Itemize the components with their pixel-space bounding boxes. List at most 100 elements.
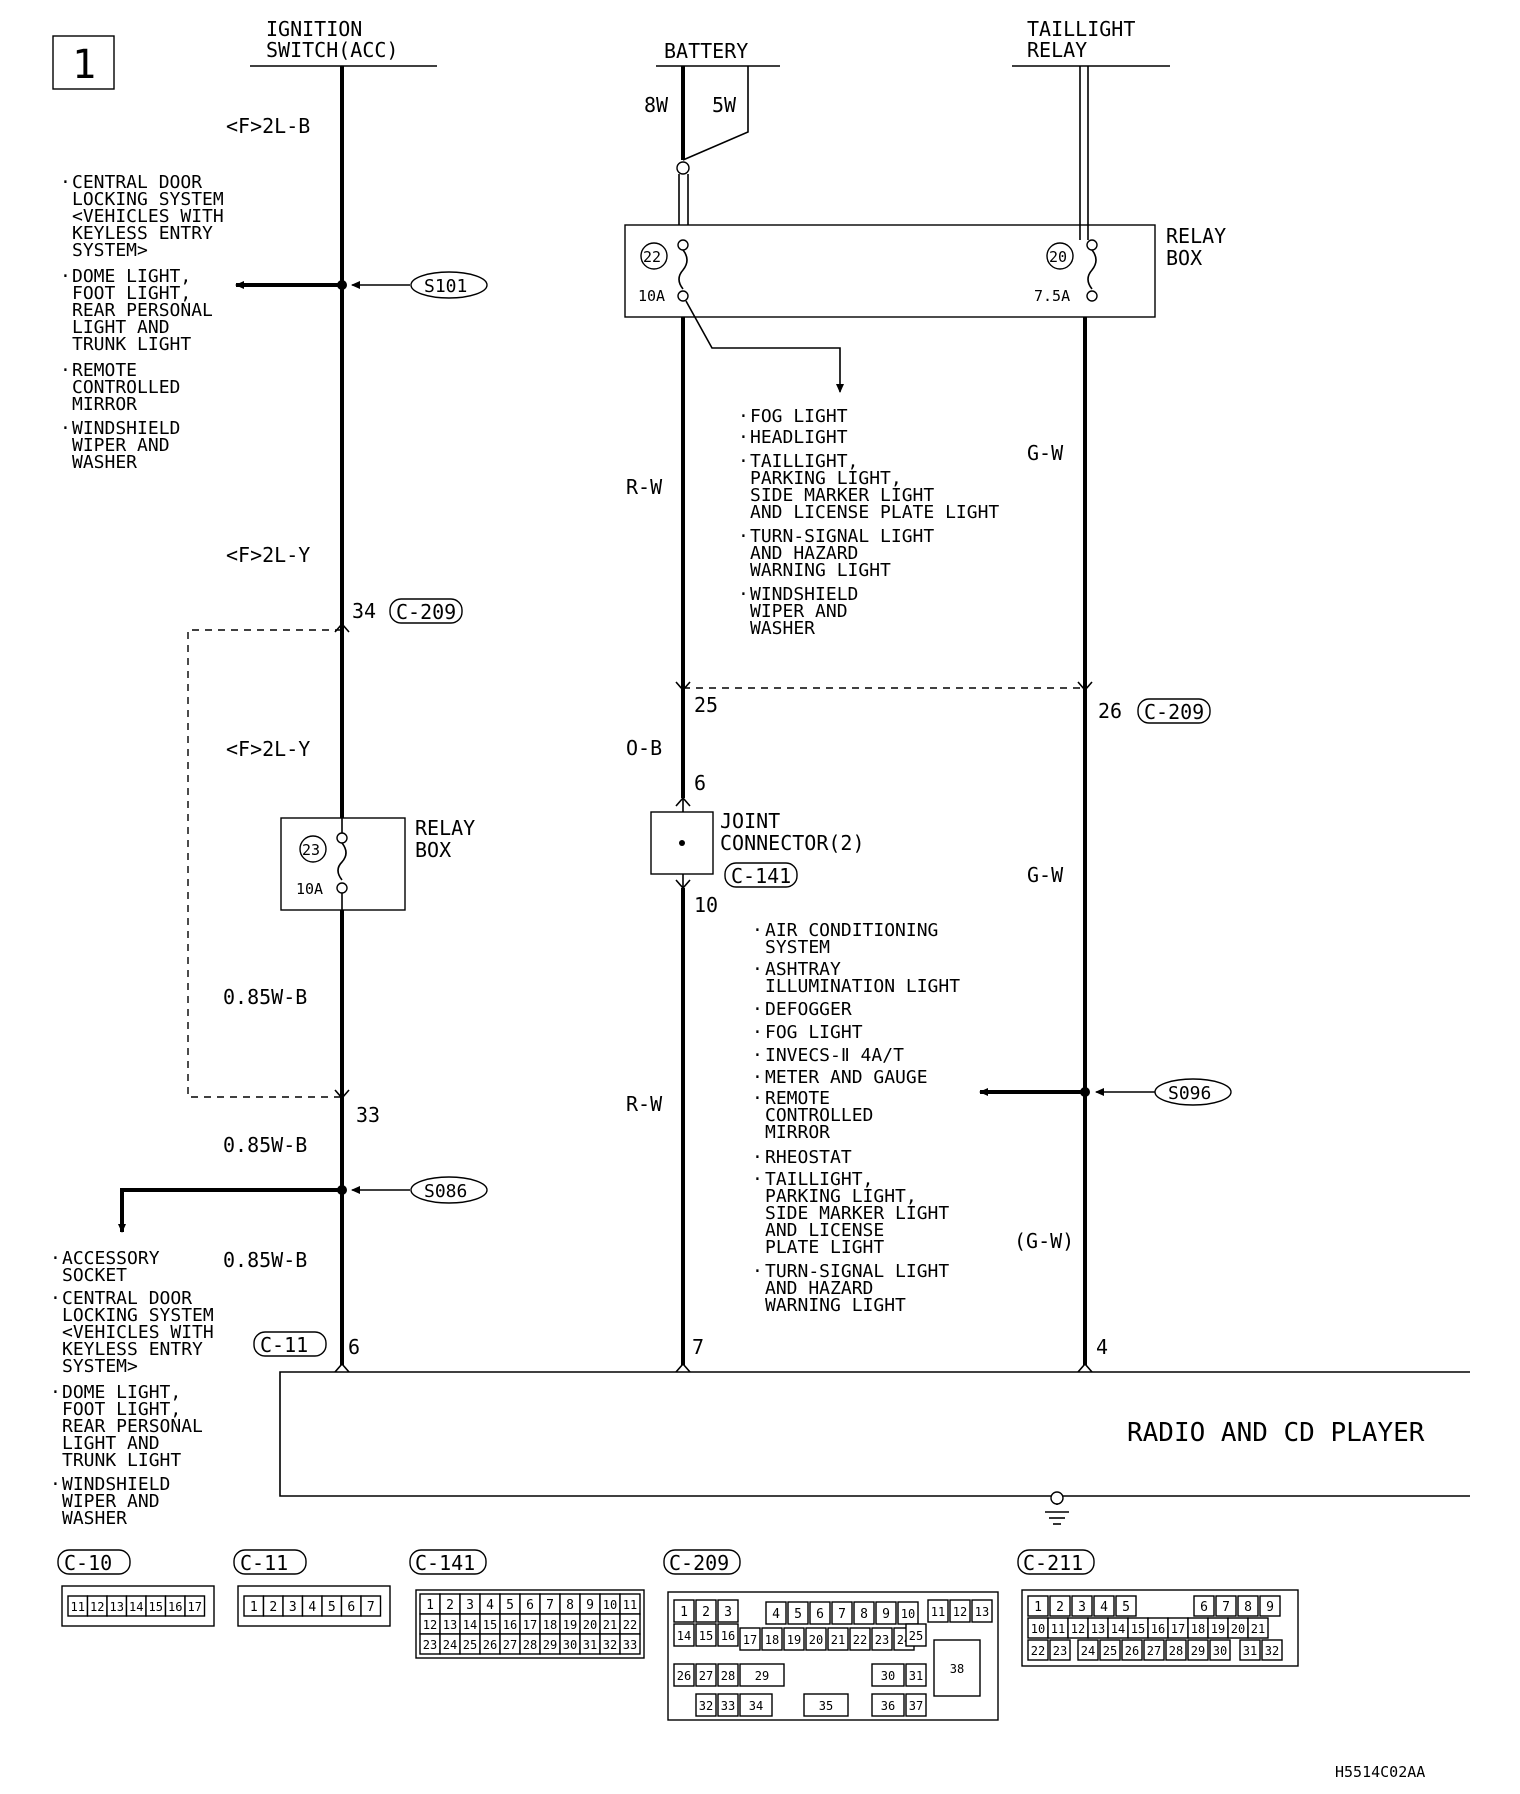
c10-pin-number: 12: [90, 1600, 104, 1614]
c209-pin-number: 19: [787, 1633, 801, 1647]
c209-pin-cell: [949, 1599, 971, 1623]
c211-pin-number: 32: [1265, 1644, 1279, 1658]
c209-pin-cell: [905, 1693, 927, 1717]
fuse22-branch-arrow: [685, 300, 844, 393]
svg-text:·: ·: [60, 172, 71, 193]
c211-pin-number: 13: [1091, 1622, 1105, 1636]
svg-text:REMOTE: REMOTE: [72, 360, 137, 381]
c211-pin-number: 23: [1053, 1644, 1067, 1658]
pin-label-c11-6: 6: [348, 1335, 360, 1359]
c209-pin-number: 27: [699, 1669, 713, 1683]
c211-pin-number: 4: [1100, 1600, 1108, 1615]
svg-text:PARKING LIGHT,: PARKING LIGHT,: [750, 468, 902, 489]
c209-pin-cell: [673, 1623, 695, 1647]
c209-pin-number: 38: [950, 1662, 964, 1676]
c211-pin-number: 21: [1251, 1622, 1265, 1636]
fuse-symbol-20: [1086, 239, 1098, 302]
c211-pin-number: 3: [1078, 1600, 1086, 1615]
c209-pin-number: 31: [909, 1669, 923, 1683]
terminal-c209-25: [675, 681, 691, 692]
c141-pin-number: 25: [463, 1638, 477, 1652]
c209-pin-cell: [787, 1601, 809, 1625]
c11-pin-number: 3: [289, 1600, 297, 1615]
c209-pin-number: 15: [699, 1629, 713, 1643]
c211-pin-cell: [1261, 1639, 1283, 1661]
c141-pin-number: 12: [423, 1618, 437, 1632]
c209-pin-number: 7: [838, 1607, 846, 1622]
c141-pin-number: 16: [503, 1618, 517, 1632]
c209-pin-number: 13: [975, 1605, 989, 1619]
svg-text:·: ·: [50, 1248, 61, 1269]
c211-pin-cell: [1209, 1639, 1231, 1661]
svg-text:CONTROLLED: CONTROLLED: [72, 377, 180, 398]
svg-text:PARKING LIGHT,: PARKING LIGHT,: [765, 1186, 917, 1207]
pin-label-26: 26: [1098, 699, 1122, 723]
c211-pin-number: 29: [1191, 1644, 1205, 1658]
c209-pin-cell: [695, 1693, 717, 1717]
c209-pin-number: 20: [809, 1633, 823, 1647]
battery-header: BATTERY: [656, 39, 780, 67]
fuse-symbol-23: [336, 818, 348, 910]
c211-pin-number: 19: [1211, 1622, 1225, 1636]
c209-pin-number: 30: [881, 1669, 895, 1683]
c141-pin-number: 10: [603, 1598, 617, 1612]
c209-pin-cell: [717, 1599, 739, 1623]
svg-text:FOG LIGHT: FOG LIGHT: [750, 406, 848, 427]
c209-pin-cell: [717, 1663, 739, 1687]
svg-text:DEFOGGER: DEFOGGER: [765, 999, 852, 1020]
c209-pin-cell: [933, 1639, 981, 1697]
c211-pin-number: 2: [1056, 1600, 1064, 1615]
wire-label-085-3: 0.85W-B: [223, 1248, 307, 1272]
svg-text:SYSTEM>: SYSTEM>: [72, 240, 148, 261]
c211-pin-number: 31: [1243, 1644, 1257, 1658]
c211-pin-number: 24: [1081, 1644, 1095, 1658]
face-tag-c141: [409, 1549, 487, 1575]
c209-pin-cell: [717, 1623, 739, 1647]
svg-text:AND HAZARD: AND HAZARD: [750, 543, 858, 564]
wire-label-085-1: 0.85W-B: [223, 985, 307, 1009]
c141-pin-number: 9: [586, 1598, 594, 1613]
c141-pin-number: 26: [483, 1638, 497, 1652]
c211-pin-cell: [1027, 1595, 1049, 1617]
wire-label-2ly-1: <F>2L-Y: [226, 543, 310, 567]
taillight-relay-header: TAILLIGHT RELAY: [1012, 17, 1170, 67]
c209-pin-number: 29: [755, 1669, 769, 1683]
c11-pin-number: 6: [347, 1600, 355, 1615]
svg-text:SWITCH(ACC): SWITCH(ACC): [266, 38, 398, 62]
conn-tag-c11: [253, 1331, 327, 1357]
c141-pin-number: 8: [566, 1598, 574, 1613]
conn-tag-c141: [724, 862, 798, 888]
svg-text:WINDSHIELD: WINDSHIELD: [750, 584, 858, 605]
svg-text:WINDSHIELD: WINDSHIELD: [62, 1474, 170, 1495]
c211-pin-cell: [1237, 1595, 1259, 1617]
relay-box-top-label-2: BOX: [1166, 246, 1202, 270]
c10-pin-number: 16: [168, 1600, 182, 1614]
c209-pin-cell: [871, 1663, 905, 1687]
c209-pin-cell: [673, 1599, 695, 1623]
wire-label-2lb: <F>2L-B: [226, 114, 310, 138]
svg-text:SOCKET: SOCKET: [62, 1265, 127, 1286]
svg-text:·: ·: [50, 1474, 61, 1495]
c209-pin-cell: [739, 1627, 761, 1651]
svg-text:WINDSHIELD: WINDSHIELD: [72, 418, 180, 439]
fuse-symbol-22: [677, 239, 689, 302]
svg-text:PLATE LIGHT: PLATE LIGHT: [765, 1237, 884, 1258]
c141-pin-number: 29: [543, 1638, 557, 1652]
c209-pin-number: 9: [882, 1607, 890, 1622]
c209-pin-cell: [695, 1599, 717, 1623]
c211-pin-cell: [1193, 1595, 1215, 1617]
pin-label-34: 34: [352, 599, 376, 623]
c211-pin-number: 11: [1051, 1622, 1065, 1636]
c10-pin-number: 17: [188, 1600, 202, 1614]
wire-label-gw-1: G-W: [1027, 441, 1064, 465]
svg-text:WARNING LIGHT: WARNING LIGHT: [765, 1295, 906, 1316]
wire-label-rw-2: R-W: [626, 1092, 663, 1116]
face-tag-c10: [57, 1549, 131, 1575]
c209-pin-cell: [695, 1663, 717, 1687]
c211-pin-number: 17: [1171, 1622, 1185, 1636]
c211-pin-cell: [1099, 1639, 1121, 1661]
c209-pin-number: 37: [909, 1699, 923, 1713]
svg-text:TRUNK LIGHT: TRUNK LIGHT: [62, 1450, 181, 1471]
c211-pin-cell: [1165, 1639, 1187, 1661]
